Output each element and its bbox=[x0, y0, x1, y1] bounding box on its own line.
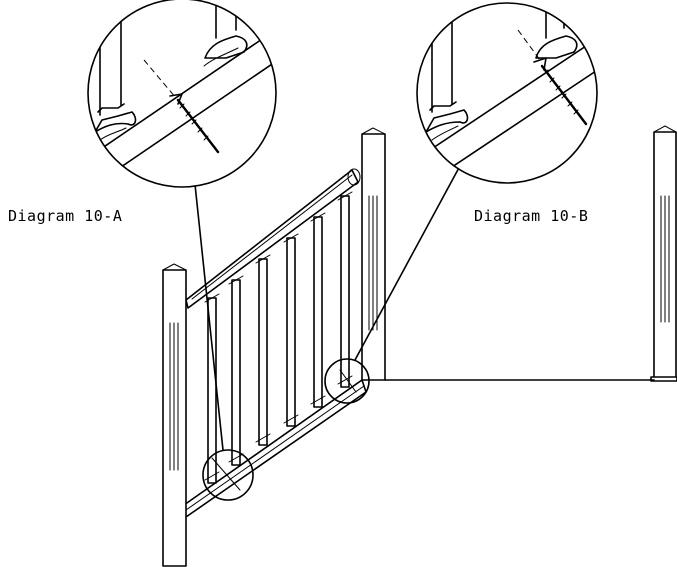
right-post bbox=[650, 125, 677, 382]
detail-b-enlarged bbox=[416, 2, 598, 184]
leader-line-a bbox=[189, 136, 224, 451]
left-post bbox=[162, 263, 187, 567]
diagram-10b-label: Diagram 10-B bbox=[474, 207, 589, 225]
leader-line-b bbox=[354, 163, 462, 361]
middle-post bbox=[361, 127, 386, 381]
stair-railing-section bbox=[162, 125, 677, 567]
detail-marker-a bbox=[202, 449, 254, 501]
detail-marker-b bbox=[324, 358, 370, 404]
diagram-10a-label: Diagram 10-A bbox=[8, 207, 123, 225]
top-rail bbox=[185, 168, 361, 309]
detail-a-enlarged bbox=[87, 0, 277, 188]
